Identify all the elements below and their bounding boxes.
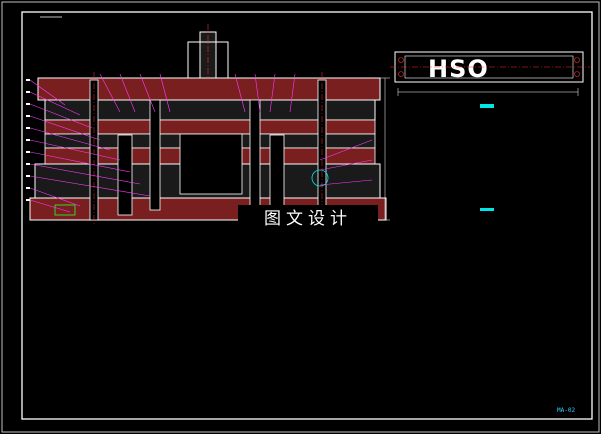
view-label-bar (480, 208, 494, 211)
green-block-left (54, 204, 76, 216)
hole-marker (574, 57, 580, 63)
side-view-upper[interactable]: HSO (390, 51, 590, 96)
plan-base-outline: HSO (40, 0, 75, 19)
middle-view-outline: HSO (0, 0, 40, 19)
inner-frame (21, 11, 593, 420)
watermark-stamp: 图文设计 (238, 205, 378, 233)
punch-left (149, 99, 161, 211)
part-shape-glyph: HSO (428, 55, 489, 83)
drawing-code: MA-02 (557, 407, 576, 414)
hole-marker (398, 57, 404, 63)
hole-marker (574, 71, 580, 77)
front-section-view[interactable] (26, 24, 390, 225)
hole-marker (398, 71, 404, 77)
part-shape-glyph: HSO (0, 0, 35, 19)
guide-bush-right (269, 134, 285, 216)
part-shape-glyph: HSO (39, 0, 75, 19)
balloon-ticks (26, 79, 30, 201)
side-view-middle[interactable]: HSO (0, 0, 40, 19)
center-cavity (179, 133, 243, 195)
guide-bush-left (117, 134, 133, 216)
punch-right (249, 99, 261, 211)
leader-lines (29, 73, 373, 213)
upper-die-set (37, 77, 381, 101)
middle-view-band: HSO (0, 0, 40, 19)
top-plan-view[interactable]: HSO (40, 0, 75, 19)
plan-strip: HSO (40, 0, 75, 19)
view-label-bar (480, 104, 494, 108)
plan-die-outline: HSO (40, 0, 75, 19)
plan-hidden-outline: HSO (40, 0, 75, 19)
